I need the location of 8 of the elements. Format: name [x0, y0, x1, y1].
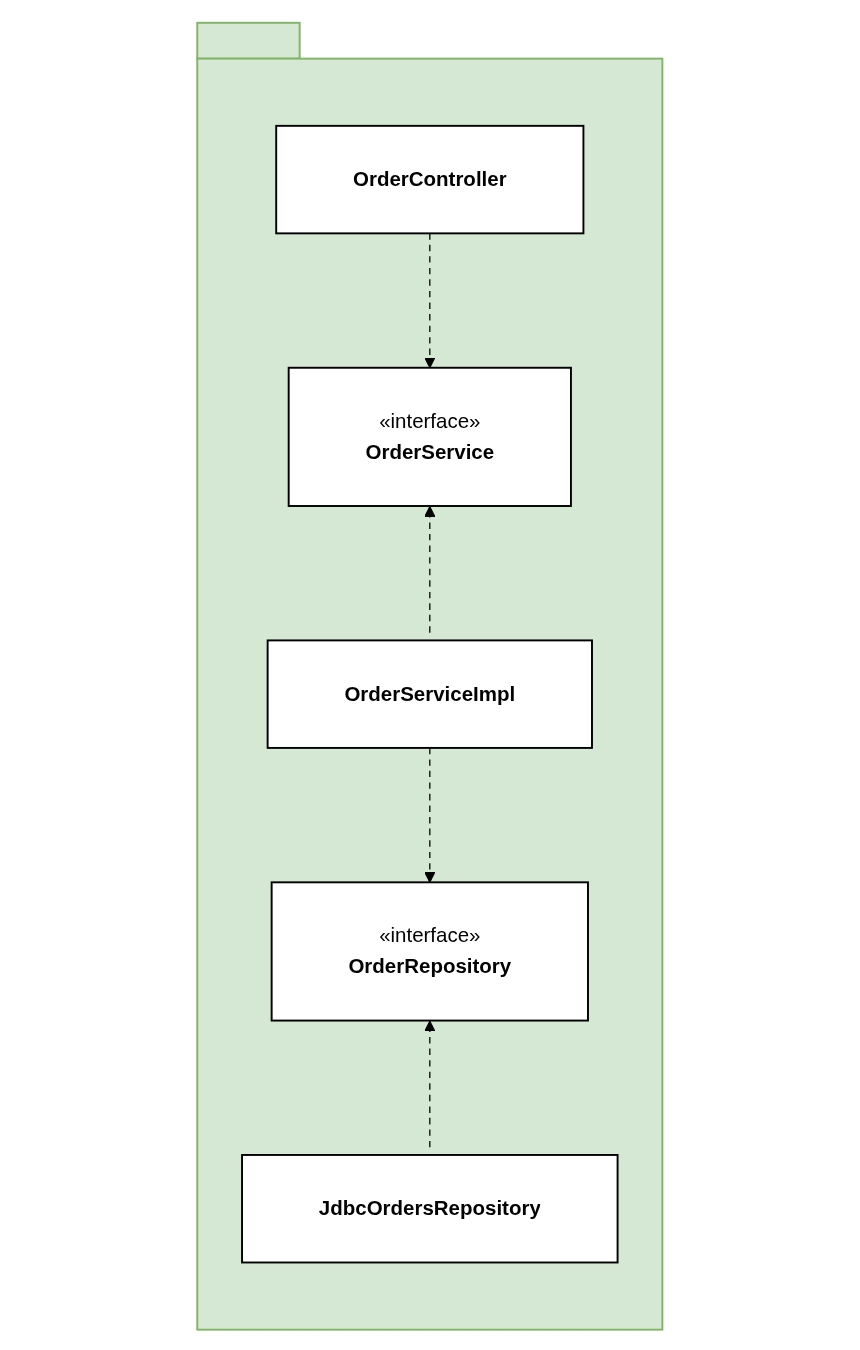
- node-box: «interface» OrderRepository: [270, 881, 590, 1022]
- arrow: [424, 747, 436, 883]
- node-box: OrderServiceImpl: [266, 639, 594, 749]
- arrow: [424, 506, 436, 636]
- node-box: «interface» OrderService: [287, 366, 573, 507]
- node-box: OrderController: [275, 124, 585, 235]
- arrow: [424, 232, 436, 369]
- node-box: JdbcOrdersRepository: [241, 1154, 619, 1264]
